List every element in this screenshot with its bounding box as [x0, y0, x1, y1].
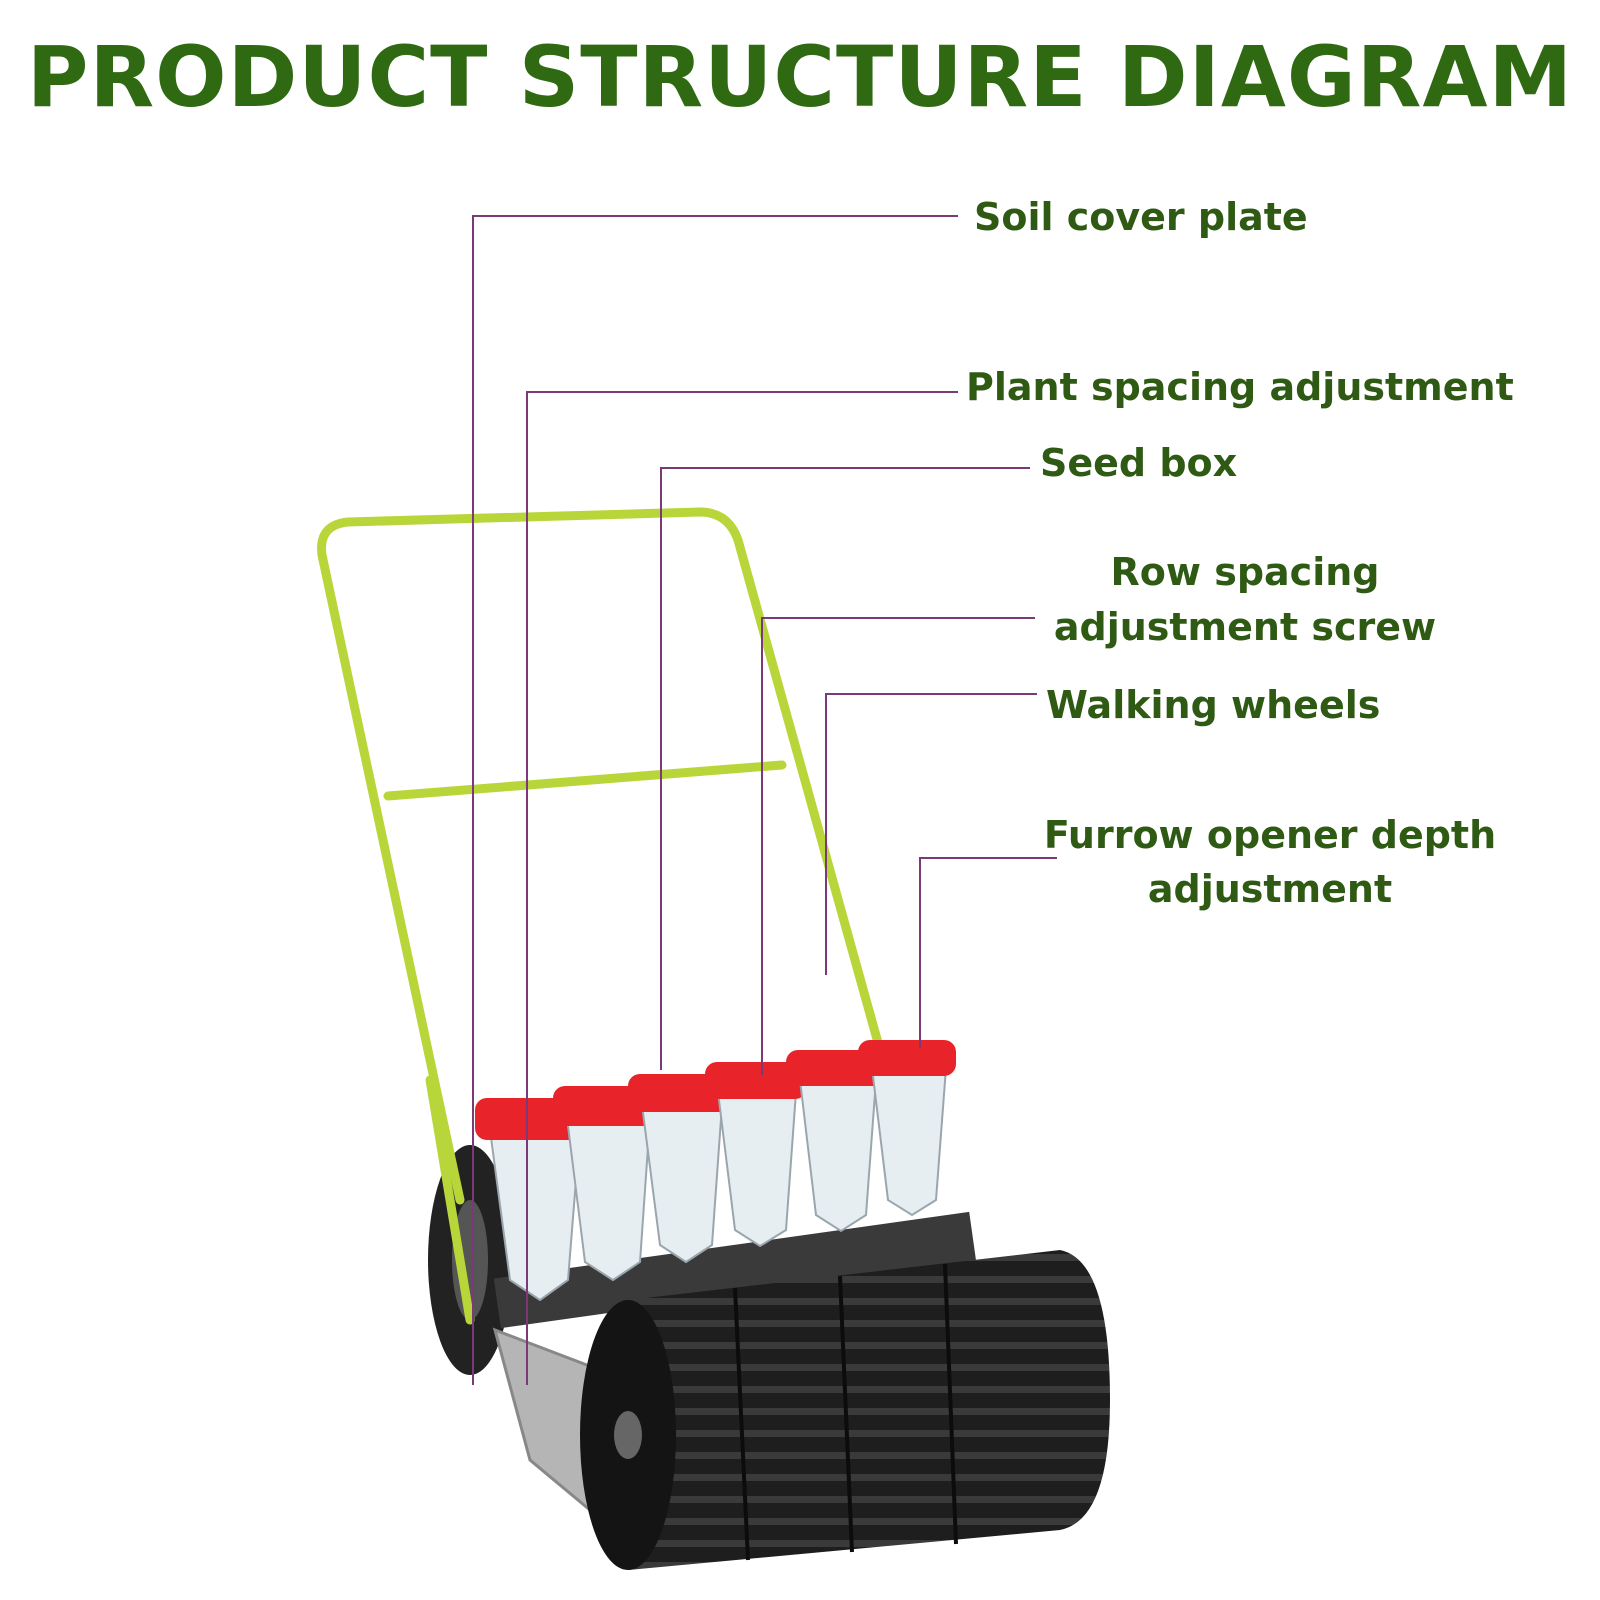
chassis-bar	[493, 1211, 977, 1329]
leader-furrow-depth	[919, 857, 1057, 1048]
page-title: PRODUCT STRUCTURE DIAGRAM	[26, 28, 1574, 126]
label-row-spacing-line2: adjustment screw	[1053, 605, 1437, 649]
seed-box-4	[705, 1062, 807, 1248]
label-furrow-depth-line1: Furrow opener depth	[1043, 813, 1497, 857]
handle-frame	[317, 507, 885, 1325]
seed-box-6	[858, 1040, 956, 1217]
label-furrow-depth-line2: adjustment	[1147, 867, 1393, 911]
leader-row-spacing	[761, 617, 1035, 1075]
label-seed-box: Seed box	[1040, 441, 1238, 485]
seed-box-5	[786, 1050, 886, 1233]
seed-boxes	[475, 1040, 956, 1302]
label-plant-spacing-adjustment: Plant spacing adjustment	[966, 365, 1514, 409]
leader-seed-box	[660, 467, 1030, 1070]
label-row-spacing-line1: Row spacing	[1110, 550, 1380, 594]
front-roller	[580, 1250, 1110, 1570]
label-walking-wheels: Walking wheels	[1046, 683, 1381, 727]
leader-lines	[472, 215, 1057, 1385]
leader-soil-cover-plate	[472, 215, 958, 1385]
leader-plant-spacing	[526, 391, 958, 1385]
label-soil-cover-plate: Soil cover plate	[974, 195, 1308, 239]
leader-walking-wheels	[825, 693, 1037, 975]
